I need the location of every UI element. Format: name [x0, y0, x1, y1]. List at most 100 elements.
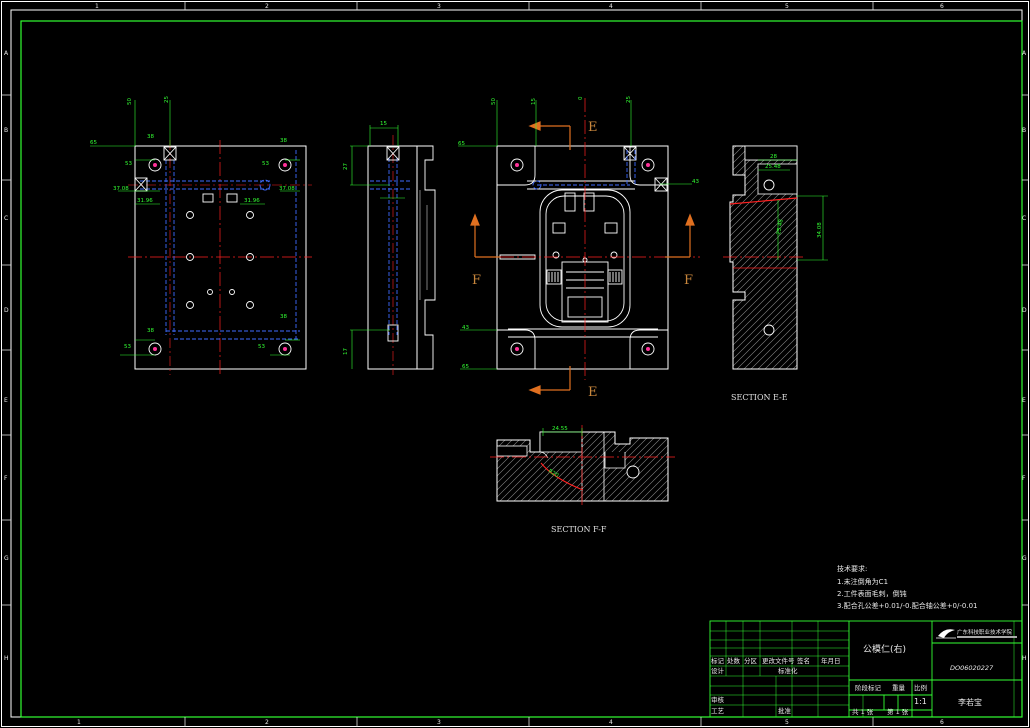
section-ee: 28 25.48 25.48 34.08 SECTION E-E — [723, 145, 828, 402]
section-ee-title: SECTION E-E — [731, 393, 788, 402]
front-dim-53-c: 53 — [124, 344, 131, 350]
zone-bottom-1: 1 — [77, 719, 81, 726]
zone-right-A: A — [1022, 50, 1027, 57]
center-dim-15: 15 — [531, 98, 537, 105]
center-dim-43-b: 43 — [692, 179, 699, 185]
tb-part-name: 公模仁(右) — [863, 643, 906, 655]
front-dim-3196-a: 31.96 — [137, 198, 153, 204]
zone-right-H: H — [1022, 655, 1027, 662]
front-dim-38-d: 38 — [280, 314, 287, 320]
zone-right-G: G — [1022, 555, 1027, 562]
center-dim-0: 0 — [578, 96, 584, 100]
zone-top-2: 2 — [265, 3, 269, 10]
zone-left-F: F — [4, 475, 8, 482]
front-dim-3708-a: 37.08 — [113, 186, 129, 192]
zone-right-C: C — [1022, 215, 1026, 222]
section-e-label-bottom: E — [588, 385, 598, 400]
tb-drawing-no: DO06020227 — [950, 664, 994, 672]
section-f-label-left: F — [472, 273, 481, 288]
front-dim-53-a: 53 — [125, 161, 132, 167]
front-dim-50: 50 — [127, 98, 133, 105]
front-dim-38-a: 38 — [147, 134, 154, 140]
tb-sheet-total: 共 1 张 — [852, 707, 874, 716]
ee-dim-2548: 25.48 — [765, 164, 781, 170]
ee-dim-inner-r: 25.48 — [776, 218, 785, 235]
zone-numbers-top: 1 2 3 4 5 6 — [95, 3, 944, 10]
zone-top-3: 3 — [437, 3, 441, 10]
ff-dim-r20: R20 — [547, 469, 560, 480]
section-ff-title: SECTION F-F — [551, 525, 607, 534]
front-dim-3708-b: 37.08 — [279, 186, 295, 192]
tech-req-title: 技术要求: — [837, 564, 867, 573]
section-e-label-top: E — [588, 120, 598, 135]
tech-req-item-3: 3.配合孔公差+0.01/-0.配合轴公差+0/-0.01 — [837, 601, 977, 610]
front-dim-38-c: 38 — [147, 328, 154, 334]
tb-process: 工艺 — [711, 707, 725, 715]
zone-left-B: B — [4, 127, 8, 134]
center-dim-50: 50 — [491, 98, 497, 105]
tb-scale-value: 1:1 — [914, 697, 927, 706]
tb-check: 审核 — [711, 695, 725, 704]
zone-top-1: 1 — [95, 3, 99, 10]
section-ff: 24.55 R20 SECTION F-F — [490, 425, 675, 534]
zone-bottom-5: 5 — [785, 719, 789, 726]
zone-left-A: A — [4, 50, 9, 57]
tb-date: 年月日 — [821, 656, 841, 665]
zone-top-6: 6 — [940, 3, 944, 10]
front-dim-38-b: 38 — [280, 138, 287, 144]
front-view: 50 25 65 38 38 53 53 37.08 37.08 31.96 3… — [90, 96, 312, 375]
zone-left-E: E — [4, 397, 8, 404]
zone-bottom-2: 2 — [265, 719, 269, 726]
zone-right-B: B — [1022, 127, 1026, 134]
tb-signature: 签名 — [797, 656, 810, 665]
zone-letters-right: A B C D E F G H — [1022, 50, 1027, 662]
zone-bottom-3: 3 — [437, 719, 441, 726]
tb-weight: 重量 — [892, 684, 906, 692]
ff-dim-2455: 24.55 — [552, 426, 568, 432]
zone-right-F: F — [1022, 475, 1026, 482]
zone-numbers-bottom: 1 2 3 4 5 6 — [77, 719, 944, 726]
zone-right-E: E — [1022, 397, 1026, 404]
tb-stage: 阶段标记 — [855, 683, 882, 692]
side-view: 15 27 17 — [343, 121, 436, 375]
zone-top-4: 4 — [609, 3, 613, 10]
side-dim-15: 15 — [380, 121, 387, 127]
front-dim-53-b: 53 — [262, 161, 269, 167]
tb-change-doc: 更改文件号 — [762, 656, 795, 665]
tb-sheet-no: 第 1 张 — [887, 707, 909, 716]
tb-designer: 设计 — [711, 666, 725, 675]
tech-req-item-1: 1.未注倒角为C1 — [837, 577, 888, 586]
ee-dim-28: 28 — [770, 154, 777, 160]
title-block: 标记 处数 分区 更改文件号 签名 年月日 设计 标准化 审核 工艺 批准 阶段… — [709, 620, 1023, 718]
tb-company: 广东科技职业技术学院 — [957, 628, 1013, 636]
tb-author: 李若宝 — [958, 697, 982, 707]
tb-mark: 标记 — [711, 656, 725, 665]
tb-count: 处数 — [727, 656, 741, 665]
tech-requirements: 技术要求: 1.未注倒角为C1 2.工件表面毛刺，倒钝 3.配合孔公差+0.01… — [837, 564, 977, 610]
tb-scale: 比例 — [914, 683, 927, 692]
front-dim-3196-b: 31.96 — [244, 198, 260, 204]
side-dim-17: 17 — [343, 348, 349, 355]
ee-dim-3408: 34.08 — [817, 222, 823, 238]
side-dim-27: 27 — [343, 163, 349, 170]
zone-bottom-6: 6 — [940, 719, 944, 726]
tb-standardize: 标准化 — [778, 666, 798, 675]
tb-approve: 批准 — [778, 706, 792, 715]
tb-zone: 分区 — [744, 656, 758, 665]
zone-left-H: H — [4, 655, 9, 662]
zone-bottom-4: 4 — [609, 719, 613, 726]
tech-req-item-2: 2.工件表面毛刺，倒钝 — [837, 589, 907, 598]
zone-top-5: 5 — [785, 3, 789, 10]
school-logo: 广东科技职业技术学院 — [936, 628, 1017, 639]
center-view: E E F F 50 15 0 25 65 43 65 43 — [458, 96, 700, 400]
section-f-label-right: F — [684, 273, 693, 288]
zone-right-D: D — [1022, 307, 1027, 314]
zone-left-D: D — [4, 307, 9, 314]
center-dim-25: 25 — [626, 96, 632, 103]
zone-left-C: C — [4, 215, 8, 222]
center-dim-65-a: 65 — [458, 141, 465, 147]
front-dim-53-d: 53 — [258, 344, 265, 350]
front-dim-65: 65 — [90, 140, 97, 146]
